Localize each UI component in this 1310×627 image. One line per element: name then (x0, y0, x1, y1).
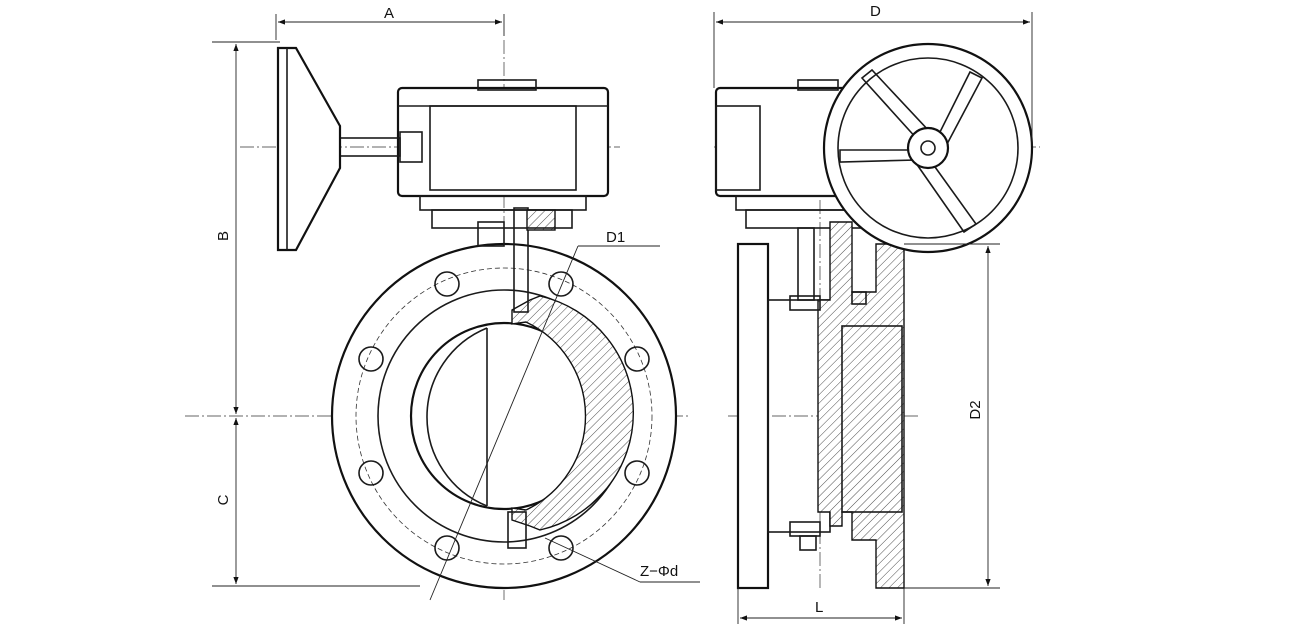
handwheel-rim-inner (837, 57, 1019, 239)
bolt-hole (548, 535, 574, 561)
bolt-hole (548, 271, 574, 297)
left-flange (736, 242, 770, 590)
label-b: B (215, 231, 232, 241)
side-gearbox-window (715, 105, 761, 191)
side-dimensions (713, 12, 1033, 624)
side-upper-collar (789, 295, 821, 311)
label-c: C (215, 494, 232, 505)
disc-left-edge (426, 327, 488, 507)
label-z-phi-d: Z−Φd (640, 563, 678, 580)
neck-left (477, 221, 505, 247)
disc-section (511, 295, 635, 531)
bolt-hole (624, 460, 650, 486)
bolt-hole (434, 271, 460, 297)
body-bore (841, 325, 903, 513)
lower-trunnion (507, 511, 527, 549)
label-a: A (384, 5, 394, 22)
gearbox-cap (477, 79, 537, 91)
label-d2: D2 (967, 400, 984, 419)
body-section (817, 221, 905, 589)
side-gearbox-cap (797, 79, 839, 91)
d1-leader-line (429, 245, 579, 601)
side-bushing (851, 291, 867, 305)
gearbox-base (419, 195, 587, 211)
stem (513, 207, 529, 313)
mounting-plate (431, 209, 573, 229)
handwheel-side-view (276, 46, 342, 252)
side-view (714, 42, 1040, 590)
front-view (185, 40, 700, 601)
shaft-bearing (399, 131, 423, 163)
side-lower-cap (799, 535, 817, 551)
handwheel-hub-hole (920, 140, 936, 156)
side-stem (797, 227, 815, 301)
side-lower-collar (789, 521, 821, 537)
bolt-hole (624, 346, 650, 372)
bolt-hole (358, 346, 384, 372)
zphid-leader-line (544, 537, 641, 583)
handwheel (822, 42, 1034, 254)
front-dimensions (212, 14, 505, 587)
handwheel-hub (906, 126, 950, 170)
label-d: D (870, 3, 881, 20)
label-d1: D1 (606, 229, 625, 246)
bolt-circle (355, 267, 653, 565)
label-l: L (815, 599, 823, 616)
neck-section (526, 209, 556, 231)
bolt-hole (358, 460, 384, 486)
